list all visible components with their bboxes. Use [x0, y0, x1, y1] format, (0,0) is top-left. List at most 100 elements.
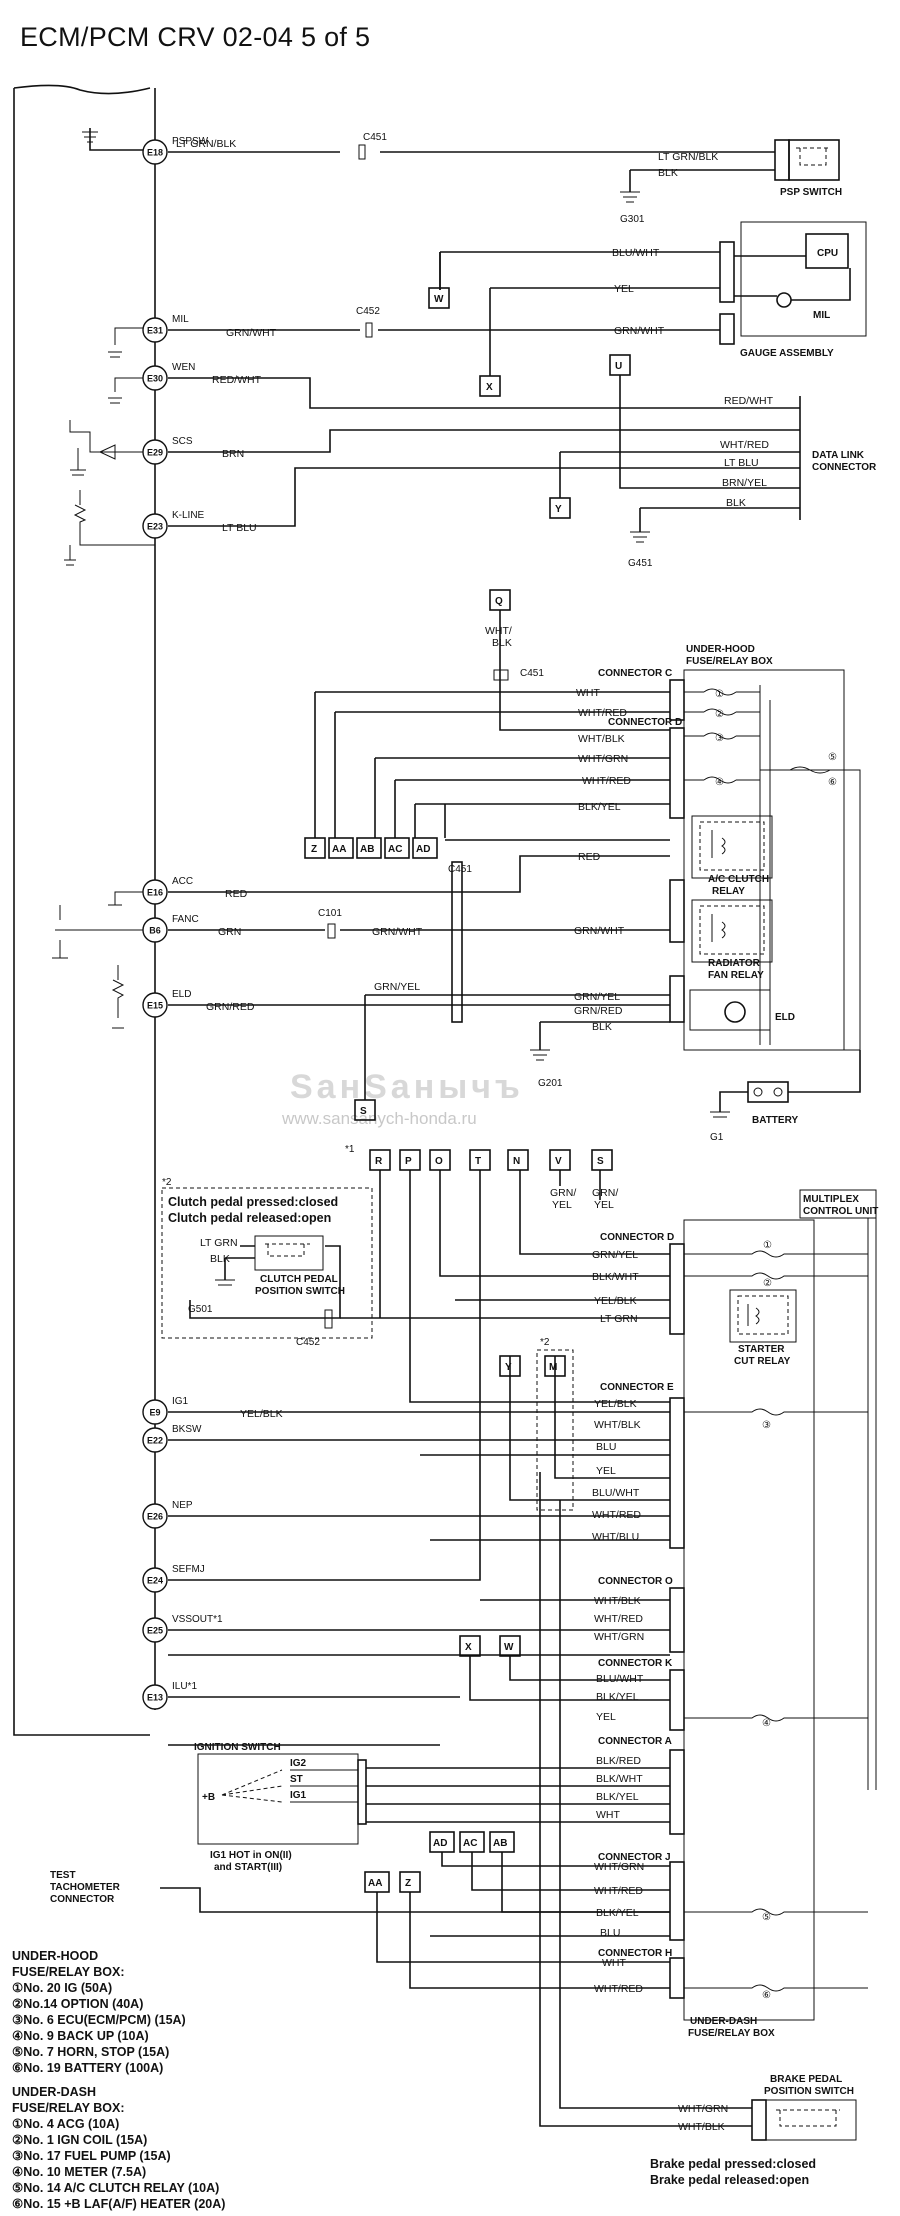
- s-wire-1: GRN/: [592, 1187, 618, 1199]
- legend-ud-item-3: ③No. 17 FUEL PUMP (15A): [12, 2149, 171, 2163]
- ac-relay-1: A/C CLUTCH: [708, 874, 769, 885]
- legend-uh-item-5: ⑤No. 7 HORN, STOP (15A): [12, 2045, 169, 2059]
- ecm-pin-label: E30: [147, 374, 163, 384]
- brake-sw-2: POSITION SWITCH: [764, 2086, 854, 2097]
- ecm-signal-label: MIL: [172, 314, 189, 325]
- ref-aa: AA: [332, 844, 346, 855]
- ud-j-3: BLK/YEL: [596, 1907, 639, 1919]
- watermark-url: www.sansanych-honda.ru: [281, 1109, 477, 1128]
- dlc-label-2: CONNECTOR: [812, 462, 877, 473]
- uh-fuse-4: ④: [715, 777, 724, 788]
- ecm-pin-e30: [142, 365, 168, 391]
- ecm-pin-e23: [142, 513, 168, 539]
- scs-wire: BRN: [222, 448, 244, 460]
- ud-conn-k: CONNECTOR K: [598, 1658, 673, 1669]
- ud-h-2: WHT/RED: [594, 1983, 643, 1995]
- fanc-wire-2: GRN/WHT: [372, 926, 423, 938]
- ud-conn-a: CONNECTOR A: [598, 1736, 672, 1747]
- dlc-wire-3: LT BLU: [724, 457, 759, 469]
- legend-ud-item-5: ⑤No. 14 A/C CLUTCH RELAY (10A): [12, 2181, 219, 2195]
- ud-j-1: WHT/GRN: [594, 1861, 644, 1873]
- brake-line-2: Brake pedal released:open: [650, 2173, 809, 2187]
- ref-ab: AB: [360, 844, 374, 855]
- ecm-signal-label: SEFMJ: [172, 1564, 205, 1575]
- uh-wire-4: WHT/GRN: [578, 753, 628, 765]
- ecm-pin-label: E29: [147, 448, 163, 458]
- uh-wire-10: GRN/RED: [574, 1005, 623, 1017]
- c451c-label: C451: [448, 864, 472, 875]
- legend-uh-item-3: ③No. 6 ECU(ECM/PCM) (15A): [12, 2013, 186, 2027]
- clutch-circuit: *2 Clutch pedal pressed:closed Clutch pe…: [161, 1170, 670, 1348]
- ref-ab2: AB: [493, 1838, 507, 1849]
- ref-ac2: AC: [463, 1838, 477, 1849]
- dlc-wire-5: BLK: [726, 497, 746, 509]
- uh-wire-1: WHT: [576, 687, 600, 699]
- ud-d-2: BLK/WHT: [592, 1271, 639, 1283]
- ecm-signal-label: ACC: [172, 876, 193, 887]
- ign-ig2: IG2: [290, 1758, 307, 1769]
- mil-wire: GRN/WHT: [226, 327, 277, 339]
- psp-wire: LT GRN/BLK: [176, 138, 236, 150]
- underdash-conn-j: CONNECTOR J WHT/GRN WHT/RED BLK/YEL BLU …: [430, 1852, 868, 1941]
- legend-uh-item-6: ⑥No. 19 BATTERY (100A): [12, 2061, 163, 2075]
- ud-a-2: BLK/WHT: [596, 1773, 643, 1785]
- ecm-signal-label: K-LINE: [172, 510, 205, 521]
- uh-wire-3: WHT/BLK: [578, 733, 625, 745]
- brake-switch: BRAKE PEDAL POSITION SWITCH WHT/GRN WHT/…: [539, 1472, 857, 2187]
- ud-fuse-2: ②: [763, 1278, 772, 1289]
- legend-ud-item-1: ①No. 4 ACG (10A): [12, 2117, 119, 2131]
- gauge-assembly-circuit: C452 GRN/WHT GRN/WHT BLU/WHT YEL CPU MIL…: [108, 221, 867, 376]
- ecm-pin-b6: [142, 917, 168, 943]
- ud-conn-d: CONNECTOR D: [600, 1232, 674, 1243]
- legend-uh-item-1: ①No. 20 IG (50A): [12, 1981, 112, 1995]
- uh-fuse-6: ⑥: [828, 777, 837, 788]
- acc-wire: RED: [225, 888, 248, 900]
- ud-j-4: BLU: [600, 1927, 620, 1939]
- ecm-pin-label: B6: [149, 926, 161, 936]
- ecm-pin-e16: [142, 879, 168, 905]
- ud-o-2: WHT/RED: [594, 1613, 643, 1625]
- legend-uh-item-2: ②No.14 OPTION (40A): [12, 1997, 143, 2011]
- ign-st: ST: [290, 1774, 303, 1785]
- ref-v: V: [555, 1156, 562, 1167]
- ref-u: U: [615, 361, 622, 372]
- clutch-wire-2: BLK: [210, 1253, 230, 1265]
- mpx-line-2: CONTROL UNIT: [803, 1206, 878, 1217]
- gauge-wire-1: BLU/WHT: [612, 247, 660, 259]
- ecm-signal-label: BKSW: [172, 1424, 202, 1435]
- battery-circuit: BATTERY G1: [710, 1050, 861, 1143]
- c451b-label: C451: [520, 668, 544, 679]
- ud-fuse-6: ⑥: [762, 1990, 771, 2001]
- underdash-conn-a: CONNECTOR A BLK/RED BLK/WHT BLK/YEL WHT: [596, 1736, 685, 1835]
- dlc-label-1: DATA LINK: [812, 450, 865, 461]
- clutch-switch-2: POSITION SWITCH: [255, 1286, 345, 1297]
- uh-wire-7: RED: [578, 851, 601, 863]
- ecm-signal-label: WEN: [172, 362, 195, 373]
- ecm-pin-label: E31: [147, 326, 163, 336]
- ign-ig1: IG1: [290, 1790, 307, 1801]
- legend-ud-item-2: ②No. 1 IGN COIL (15A): [12, 2133, 147, 2147]
- ud-e-7: WHT/BLU: [592, 1531, 639, 1543]
- wen-wire: RED/WHT: [212, 374, 262, 386]
- uh-fuse-2: ②: [715, 709, 724, 720]
- ref-x2: X: [465, 1642, 472, 1653]
- ecm-signal-label: ILU*1: [172, 1681, 197, 1692]
- ud-h-1: WHT: [602, 1957, 626, 1969]
- ecm-pin-e9: [142, 1399, 168, 1425]
- ref-ad2: AD: [433, 1838, 447, 1849]
- ign-note-2: and START(III): [214, 1862, 282, 1873]
- psp-switch-circuit: C451 LT GRN/BLK LT GRN/BLK BLK G301 PSP …: [82, 128, 842, 225]
- tach-3: CONNECTOR: [50, 1894, 115, 1905]
- ecm-signal-label: NEP: [172, 1500, 193, 1511]
- ref-z2: Z: [405, 1878, 411, 1889]
- ref-t: T: [475, 1156, 481, 1167]
- ref-q: Q: [495, 596, 503, 607]
- underdash-conn-d: CONNECTOR D GRN/YEL BLK/WHT YEL/BLK LT G…: [439, 1170, 868, 1367]
- underdash-conn-e: YEL/BLK CONNECTOR E YEL/BLK WHT/BLK BLU …: [168, 1170, 868, 1549]
- legend-underdash: UNDER-DASH FUSE/RELAY BOX: ①No. 4 ACG (1…: [12, 2085, 225, 2211]
- ud-conn-e: CONNECTOR E: [600, 1382, 674, 1393]
- ud-a-3: BLK/YEL: [596, 1791, 639, 1803]
- g1-label: G1: [710, 1132, 724, 1143]
- tach-1: TEST: [50, 1870, 76, 1881]
- legend-uh-item-4: ④No. 9 BACK UP (10A): [12, 2029, 149, 2043]
